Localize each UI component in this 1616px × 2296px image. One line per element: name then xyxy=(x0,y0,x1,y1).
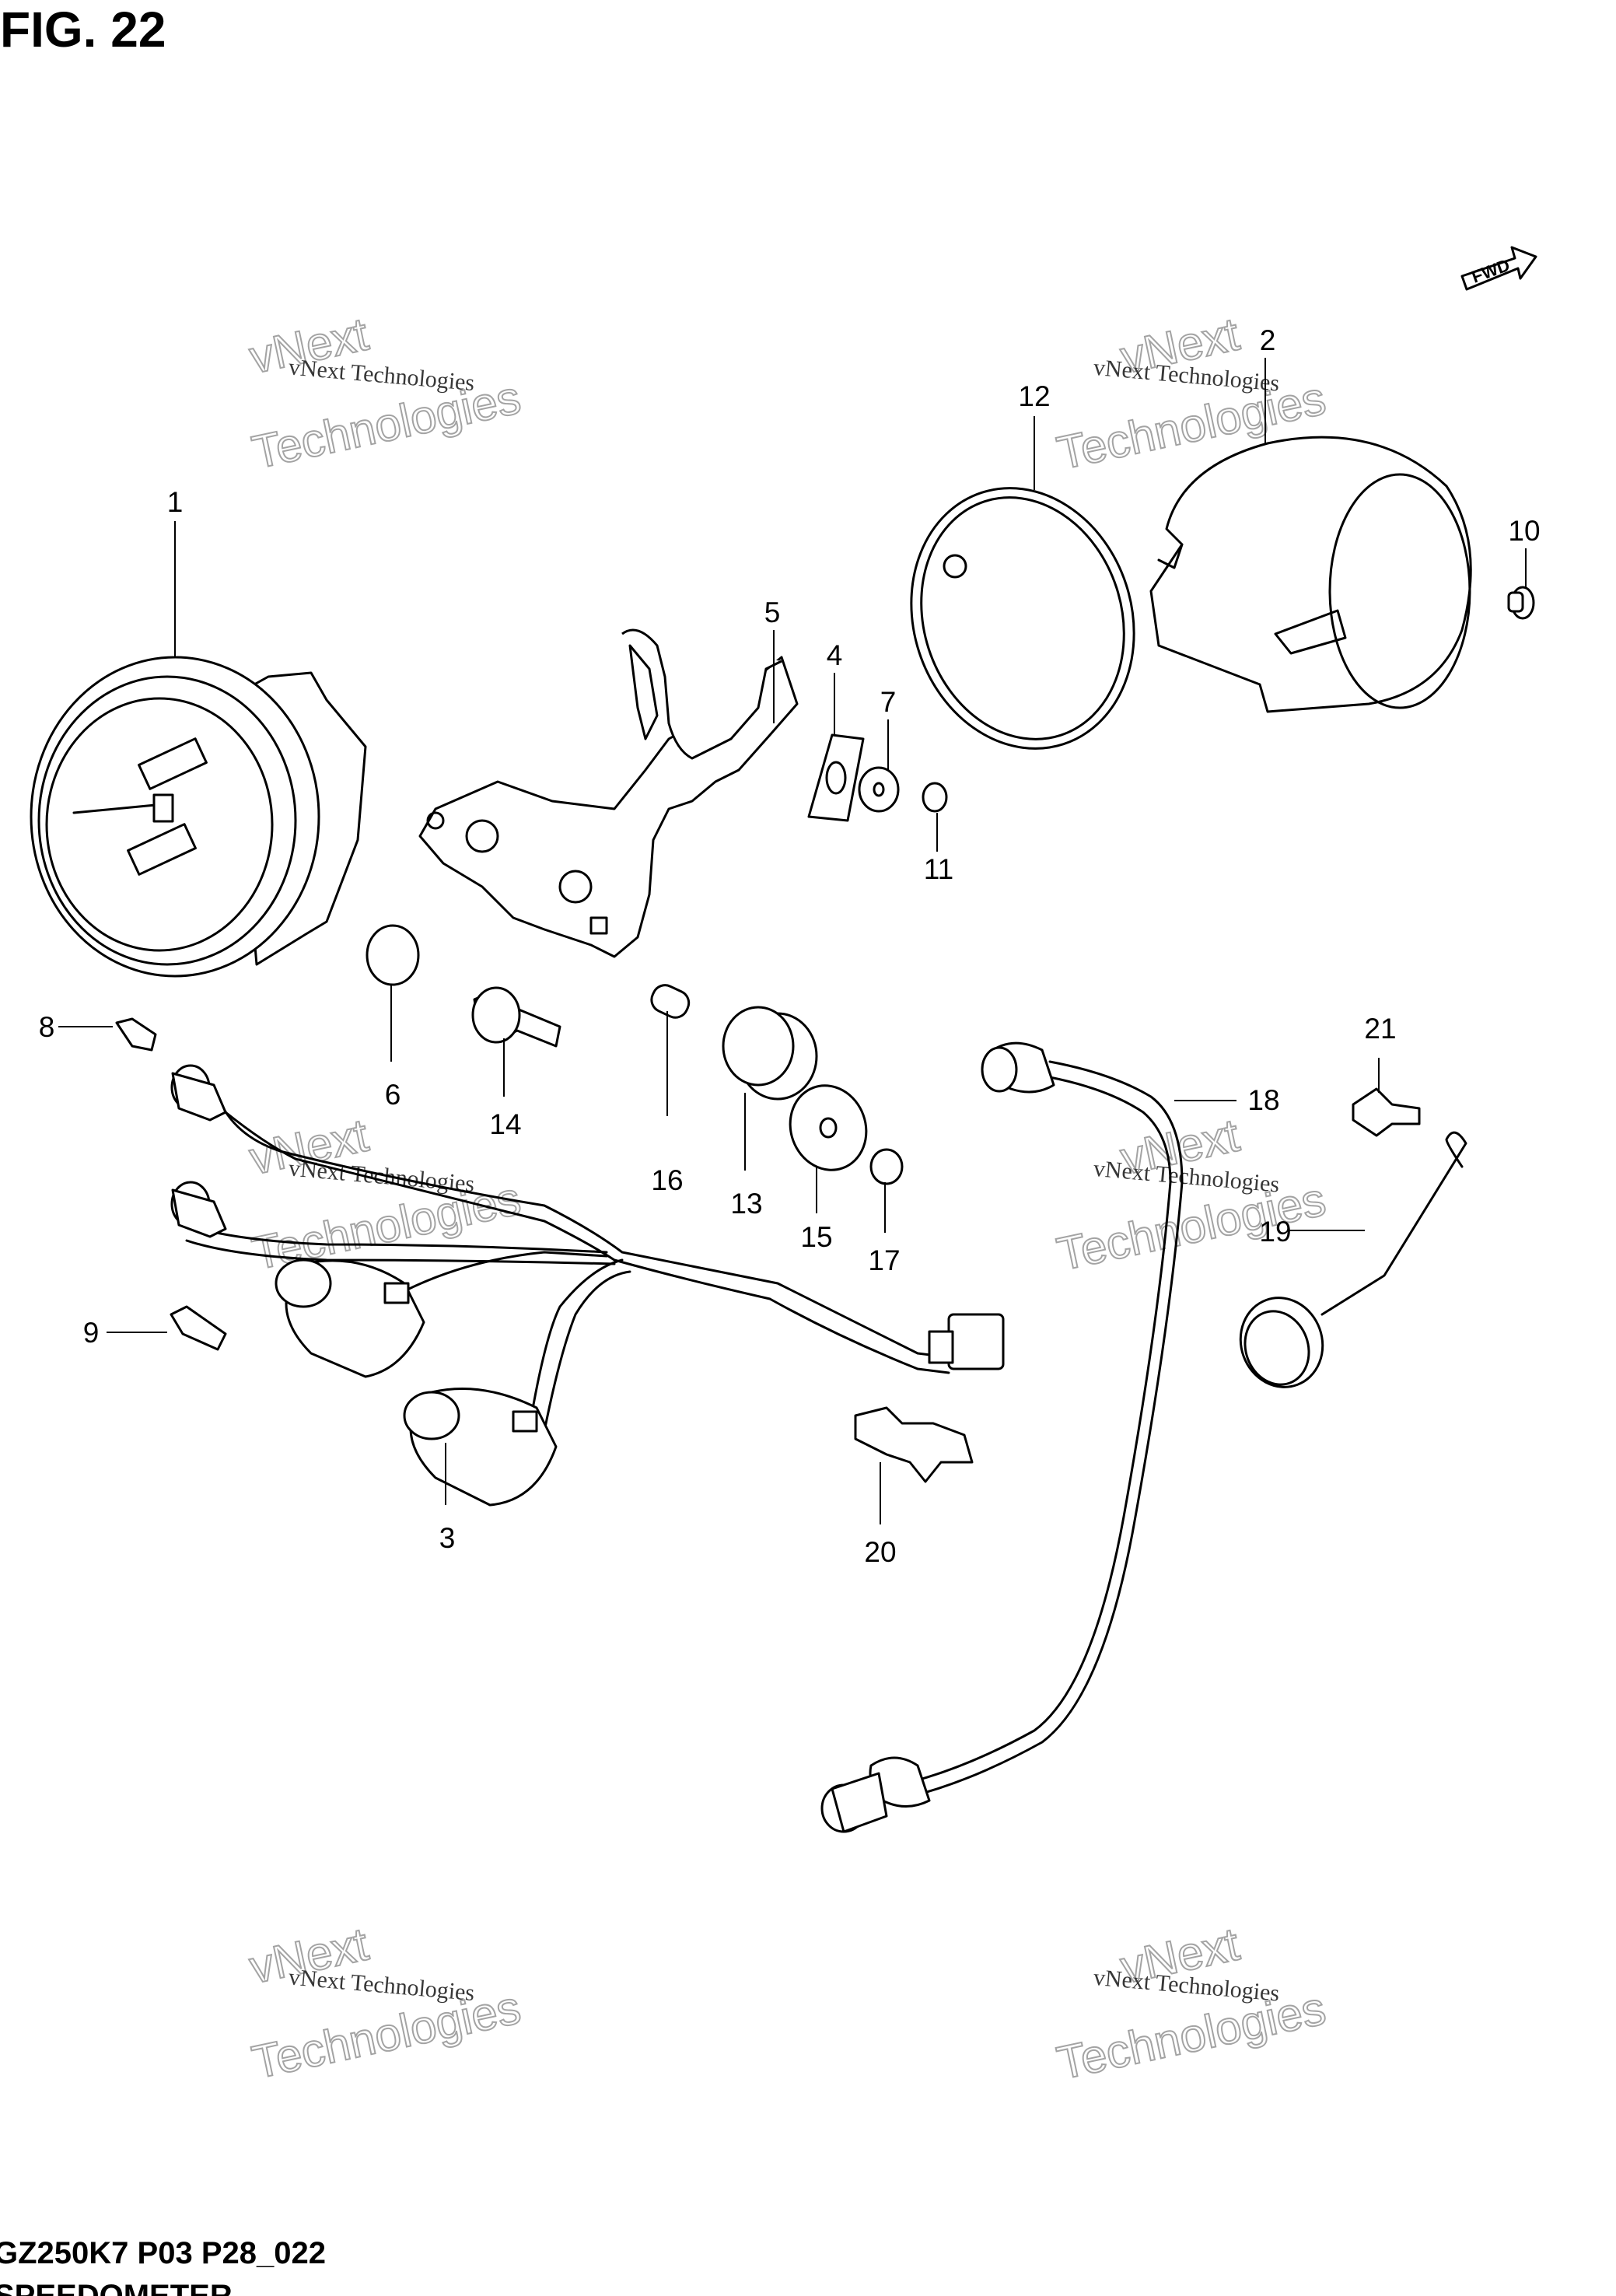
callout-17: 17 xyxy=(868,1244,900,1276)
part-cushion-4 xyxy=(807,733,865,822)
callout-21: 21 xyxy=(1364,1013,1396,1045)
callout-7: 7 xyxy=(880,686,897,718)
part-bolt-14 xyxy=(471,986,561,1048)
part-nut-11 xyxy=(922,782,948,813)
part-bracket xyxy=(418,628,799,958)
part-bulb-16 xyxy=(650,984,691,1019)
callout-13: 13 xyxy=(730,1188,762,1220)
part-bulb-8 xyxy=(115,1017,157,1052)
part-bulb-9 xyxy=(170,1305,227,1351)
part-spring-19 xyxy=(1239,1131,1467,1388)
watermark-top-left: vNext vNext Technologies Technologies xyxy=(244,307,526,480)
callout-6: 6 xyxy=(385,1079,401,1111)
leader-lines xyxy=(58,358,1527,1524)
callout-14: 14 xyxy=(489,1108,521,1140)
fwd-label: FWD xyxy=(1469,255,1513,287)
part-washer-15 xyxy=(789,1084,868,1171)
callout-labels: 1 2 3 4 5 6 7 8 9 10 11 12 13 14 15 16 1… xyxy=(39,324,1541,1568)
callout-8: 8 xyxy=(39,1011,55,1043)
part-bushing-13 xyxy=(722,1006,818,1101)
part-case xyxy=(1149,436,1472,713)
callout-1: 1 xyxy=(167,486,184,518)
footer-model-code: GZ250K7 P03 P28_022 xyxy=(0,2236,326,2270)
callout-11: 11 xyxy=(924,853,953,885)
part-clamp-20 xyxy=(854,1406,974,1483)
callout-19: 19 xyxy=(1259,1216,1291,1248)
callout-4: 4 xyxy=(827,639,843,671)
figure-title: FIG. 22 xyxy=(0,2,166,58)
watermark-bottom-right: vNext vNext Technologies Technologies xyxy=(1052,1917,1331,2091)
callout-18: 18 xyxy=(1247,1084,1279,1116)
part-screw-21 xyxy=(1352,1087,1421,1137)
part-washer-7 xyxy=(858,766,900,813)
callout-2: 2 xyxy=(1260,324,1276,356)
part-bezel-ring xyxy=(910,487,1135,750)
callout-9: 9 xyxy=(83,1317,100,1349)
callout-10: 10 xyxy=(1508,515,1540,547)
callout-3: 3 xyxy=(439,1522,456,1554)
fwd-arrow-icon: FWD xyxy=(1460,246,1537,291)
callout-16: 16 xyxy=(651,1164,683,1196)
watermark-middle-right: vNext vNext Technologies Technologies xyxy=(1052,1108,1331,1282)
part-speedometer xyxy=(30,656,367,978)
callout-5: 5 xyxy=(764,597,781,628)
part-grommet-10 xyxy=(1507,586,1535,620)
callout-20: 20 xyxy=(864,1536,896,1568)
footer-figure-name: SPEEDOMETER xyxy=(0,2279,233,2296)
callout-12: 12 xyxy=(1018,380,1050,412)
watermark-bottom-left: vNext vNext Technologies Technologies xyxy=(244,1917,526,2090)
callout-15: 15 xyxy=(800,1221,832,1253)
part-nut-17 xyxy=(869,1148,904,1185)
part-speedometer-cable xyxy=(820,1041,1184,1833)
part-cushion-6 xyxy=(366,924,420,986)
part-wiring-harness xyxy=(170,1064,1005,1507)
